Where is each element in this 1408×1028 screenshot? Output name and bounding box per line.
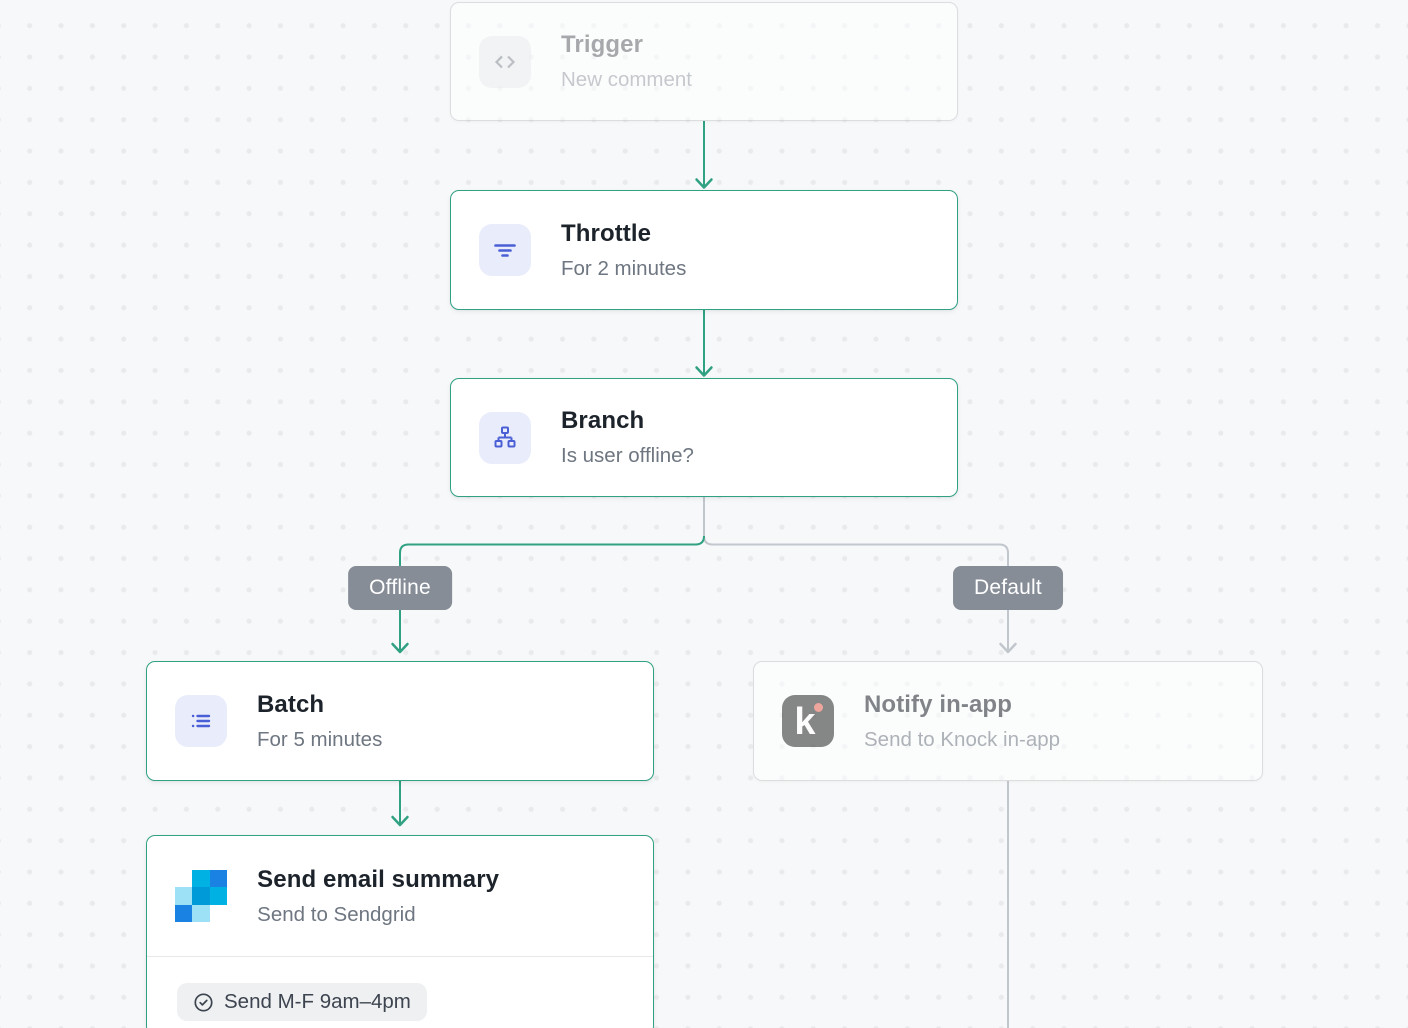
condition-row: Send M-F 9am–4pm — [147, 957, 653, 1028]
node-subtitle: New comment — [561, 68, 693, 92]
node-text: Branch Is user offline? — [561, 407, 694, 467]
node-title: Batch — [257, 690, 325, 718]
node-text: Notify in-app Send to Knock in-app — [864, 691, 1060, 751]
throttle-filter-icon — [479, 224, 531, 276]
node-text: Batch For 5 minutes — [257, 691, 382, 751]
node-subtitle: Send to Sendgrid — [257, 902, 416, 926]
node-notify-in-app[interactable]: k Notify in-app Send to Knock in-app — [753, 661, 1263, 781]
knock-letter: k — [794, 701, 816, 743]
edge-trigger-to-throttle — [695, 121, 713, 189]
node-send-email-summary[interactable]: Send email summary Send to Sendgrid Send… — [146, 835, 654, 1028]
node-trigger[interactable]: Trigger New comment — [450, 2, 958, 121]
edge-throttle-to-branch — [695, 310, 713, 377]
node-title: Send email summary — [257, 865, 500, 893]
sendgrid-logo — [175, 869, 228, 923]
node-title: Trigger — [561, 31, 644, 59]
node-text: Trigger New comment — [561, 31, 692, 91]
batch-list-icon — [175, 695, 227, 747]
node-title: Notify in-app — [864, 690, 1012, 718]
delivery-window-chip[interactable]: Send M-F 9am–4pm — [177, 983, 427, 1021]
node-header: Send email summary Send to Sendgrid — [147, 836, 653, 956]
code-icon — [479, 35, 531, 88]
edge-batch-to-email — [391, 781, 409, 827]
node-text: Throttle For 2 minutes — [561, 220, 686, 280]
node-branch[interactable]: Branch Is user offline? — [450, 378, 958, 497]
knock-logo: k — [782, 695, 834, 747]
node-text: Send email summary Send to Sendgrid — [257, 866, 499, 926]
check-circle-icon — [194, 992, 213, 1012]
node-title: Throttle — [561, 219, 652, 247]
node-subtitle: For 2 minutes — [561, 256, 687, 280]
node-title: Branch — [561, 407, 645, 435]
knock-dot — [814, 703, 823, 712]
node-divider — [147, 956, 653, 957]
branch-hierarchy-icon — [479, 411, 531, 464]
node-subtitle: For 5 minutes — [257, 727, 383, 751]
edge-branch-offline — [391, 535, 705, 654]
branch-edge-label-default: Default — [953, 566, 1063, 610]
branch-edge-label-offline: Offline — [348, 566, 452, 610]
node-subtitle: Send to Knock in-app — [864, 727, 1061, 751]
node-subtitle: Is user offline? — [561, 444, 694, 468]
node-throttle[interactable]: Throttle For 2 minutes — [450, 190, 958, 310]
delivery-window-label: Send M-F 9am–4pm — [224, 990, 411, 1013]
node-batch[interactable]: Batch For 5 minutes — [146, 661, 654, 781]
